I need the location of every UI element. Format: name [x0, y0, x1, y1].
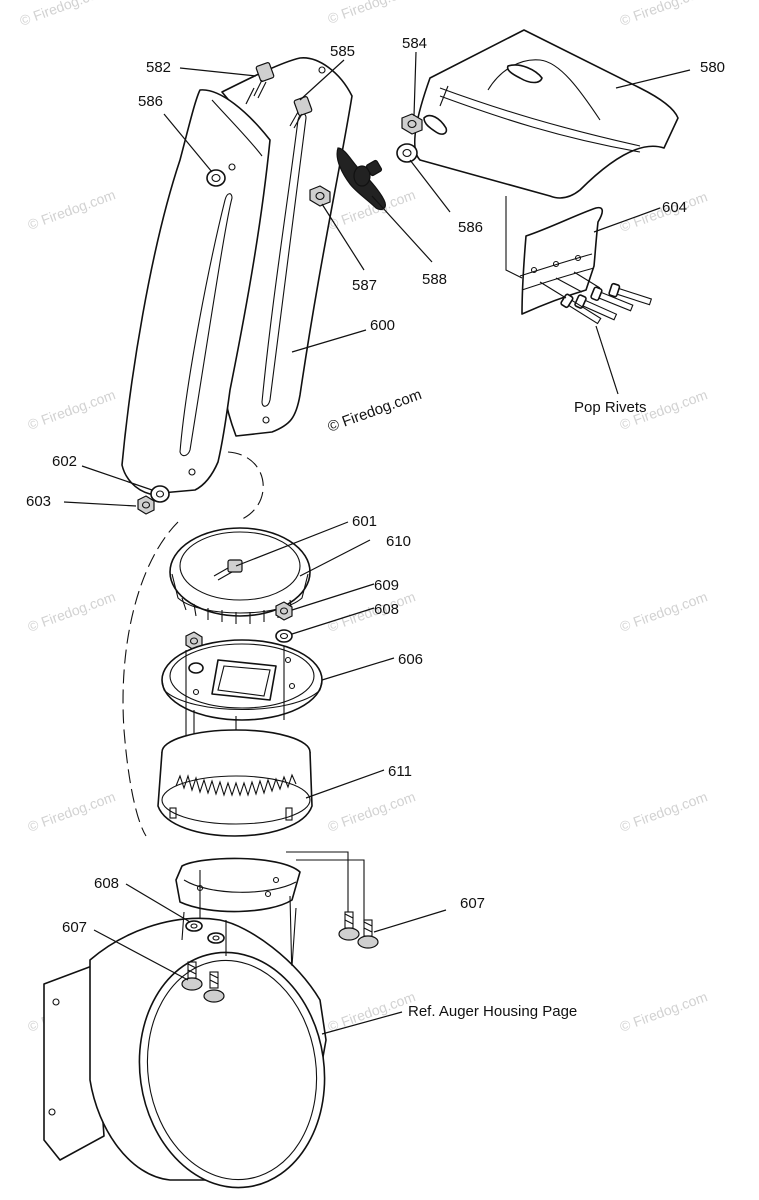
callout-603: 603	[26, 493, 51, 510]
leader-lines	[63, 51, 691, 1035]
watermark: © Firedog.com	[26, 386, 118, 433]
auger-housing	[43, 907, 327, 1189]
bolt-582	[245, 62, 275, 105]
callout-586-left: 586	[138, 93, 163, 110]
gear-teeth	[175, 773, 297, 797]
callout-607-left: 607	[62, 919, 87, 936]
upper-chute-600	[121, 57, 353, 521]
callout-601: 601	[352, 513, 377, 530]
watermark: © Firedog.com	[618, 0, 710, 29]
deflector-plate-604	[505, 196, 604, 315]
watermark: © Firedog.com	[326, 788, 418, 835]
bolt-601	[213, 559, 243, 581]
nut-584	[401, 113, 423, 135]
deflector-580	[414, 29, 679, 199]
callout-582: 582	[146, 59, 171, 76]
callout-606: 606	[398, 651, 423, 668]
watermark: © Firedog.com	[618, 588, 710, 635]
pop-rivets-label: Pop Rivets	[574, 399, 647, 416]
watermark: © Firedog.com	[18, 0, 110, 29]
callout-608-top: 608	[374, 601, 399, 618]
assembly-lines	[185, 646, 285, 760]
nut-609	[275, 601, 293, 621]
callout-602: 602	[52, 453, 77, 470]
callout-610: 610	[386, 533, 411, 550]
bolt-585	[289, 96, 313, 129]
nut-587	[309, 185, 331, 207]
watermark: © Firedog.com	[618, 988, 710, 1035]
callout-600: 600	[370, 317, 395, 334]
callout-584: 584	[402, 35, 427, 52]
screw-607-right	[338, 911, 379, 949]
washer-602	[150, 485, 170, 503]
gear-ring-611	[157, 729, 313, 837]
watermark: © Firedog.com	[26, 588, 118, 635]
nut-603	[137, 495, 155, 515]
callout-611: 611	[388, 763, 412, 780]
callout-608-bottom: 608	[94, 875, 119, 892]
collar-plate-606	[161, 639, 323, 721]
copyright-mark: © Firedog.com	[326, 386, 424, 436]
auger-housing-reference: Ref. Auger Housing Page	[408, 1003, 577, 1020]
callout-607-right: 607	[460, 895, 485, 912]
screw-607-left	[181, 961, 225, 1003]
watermark: © Firedog.com	[618, 788, 710, 835]
watermark: © Firedog.com	[26, 186, 118, 233]
callout-labels: 582 585 584 580 586 586 587 588 604 600 …	[26, 35, 725, 1020]
watermark: © Firedog.com	[326, 0, 418, 27]
callout-585: 585	[330, 43, 355, 60]
callout-580: 580	[700, 59, 725, 76]
washer-608	[275, 629, 293, 643]
swing-path	[122, 521, 179, 837]
callout-604: 604	[662, 199, 687, 216]
washer-608-left	[185, 920, 225, 944]
callout-587: 587	[352, 277, 377, 294]
callout-586-right: 586	[458, 219, 483, 236]
knob-588	[336, 147, 386, 211]
watermark: © Firedog.com	[26, 788, 118, 835]
watermark: © Firedog.com	[326, 988, 418, 1035]
callout-609: 609	[374, 577, 399, 594]
washer-586	[396, 143, 418, 163]
callout-588: 588	[422, 271, 447, 288]
pop-rivets	[539, 271, 653, 325]
